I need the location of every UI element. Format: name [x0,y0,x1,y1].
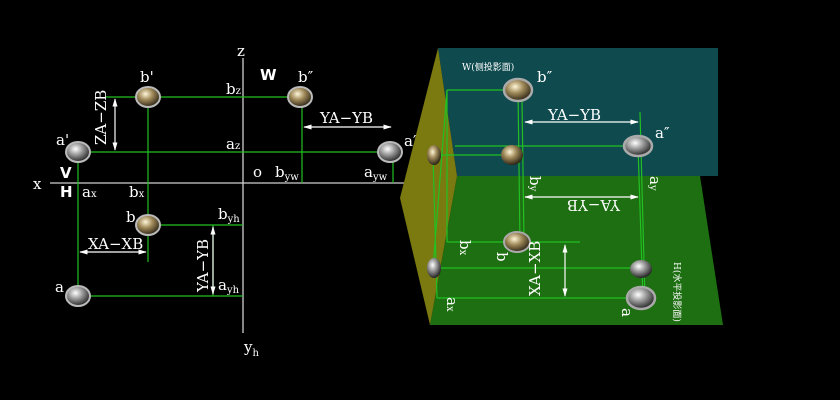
plane-h-label: H [60,183,73,201]
byh-label: byh [218,205,240,225]
ball-b-prime [135,86,161,108]
v-plane [400,48,457,325]
plane-v-label: V [60,164,72,182]
dim-x-label: XA−XB [88,235,143,253]
az-label: az [226,135,240,153]
r-ball-a [625,285,657,311]
r-dim-x-label: XA−XB [526,241,544,296]
origin-label: o [253,163,262,181]
ayh-label: ayh [218,276,240,296]
ball-a-prime [65,141,91,163]
byw-label: byw [275,163,299,183]
w-plane-label: W(侧投影面) [462,61,514,73]
plane-w-label: W [260,66,277,84]
b-label: b [126,208,136,226]
ball-b-dprime [287,86,313,108]
r-a-dprime-label: a″ [655,124,670,142]
ball-a-dprime [377,141,403,163]
h-plane-label: H(水平投影面) [671,262,683,322]
a-prime-label: a' [56,131,69,149]
dim-y-vert-label: YA−YB [194,239,212,293]
ax-label: ax [82,183,97,201]
dim-y-top-label: YA−YB [319,109,373,127]
ayw-label: ayw [364,163,388,183]
r-ball-a-prime [427,258,441,278]
a-label: a [55,278,64,296]
r-by-label: by [526,176,544,192]
ball-a [65,285,91,307]
r-ball-b [503,231,531,253]
r-ball-b-prime [427,145,441,165]
r-b-label: b [493,252,511,262]
bz-label: bz [226,80,241,98]
h-plane [430,176,723,325]
r-ball-a-space [630,260,652,278]
r-ball-a-dprime [622,134,654,158]
3d-projection-planes: W(侧投影面) b″ a″ YA−YB YA−YB by ay bx ax b … [400,48,723,325]
r-dim-y-h-label: YA−YB [567,196,621,214]
r-ay-label: ay [646,176,664,191]
r-a-label: a [618,308,636,317]
r-ax-label: ax [443,297,461,312]
b-dprime-label: b″ [298,68,314,86]
b-prime-label: b' [140,68,154,86]
r-ball-b-space [501,145,523,165]
ball-b [135,214,161,236]
r-dim-y-top-label: YA−YB [547,106,601,124]
r-ball-b-dprime [502,77,534,103]
dim-z-label: ZA−ZB [92,90,110,145]
r-b-dprime-label: b″ [537,68,553,86]
yh-label: yh [243,338,259,359]
z-label: z [237,42,245,60]
orthographic-views: z x yh o W V H b' b″ a' a″ b a bz az ax … [33,42,432,359]
r-bx-label: bx [456,240,474,256]
bx-label: bx [129,183,145,201]
x-label: x [33,175,42,193]
